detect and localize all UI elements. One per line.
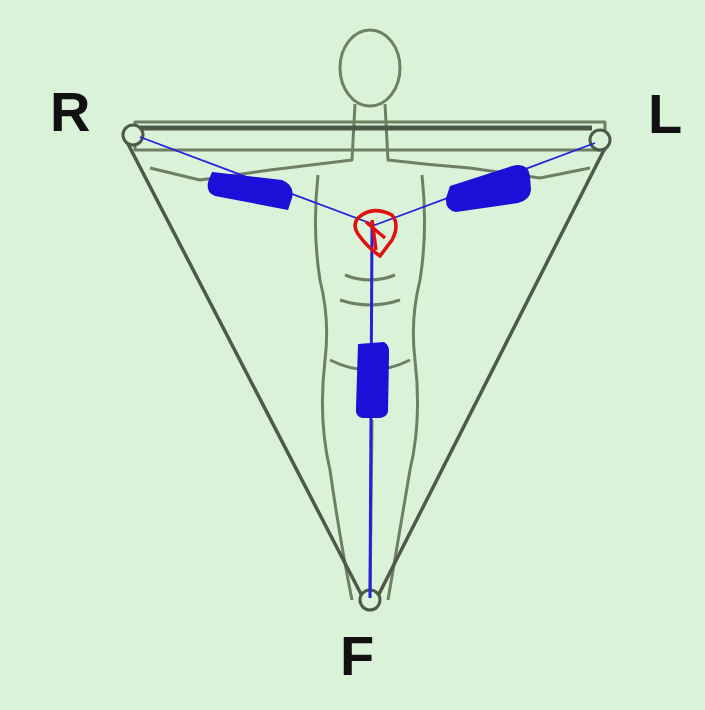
electrode-label: F	[340, 628, 374, 684]
heart	[355, 211, 396, 256]
lead-axis	[140, 137, 375, 225]
electrode	[123, 125, 143, 145]
head-outline	[340, 30, 400, 106]
arm-bar	[135, 122, 605, 150]
triangle-top	[140, 126, 592, 131]
electrode-label: R	[50, 84, 90, 140]
lead-axis	[375, 143, 595, 225]
lead-block	[356, 342, 389, 418]
abdomen	[340, 275, 400, 305]
lead-block	[208, 172, 293, 210]
triangle-side	[378, 146, 606, 596]
electrode	[590, 130, 610, 150]
lead-block	[446, 165, 531, 212]
electrode-label: L	[648, 86, 682, 142]
triangle-side	[128, 144, 362, 596]
